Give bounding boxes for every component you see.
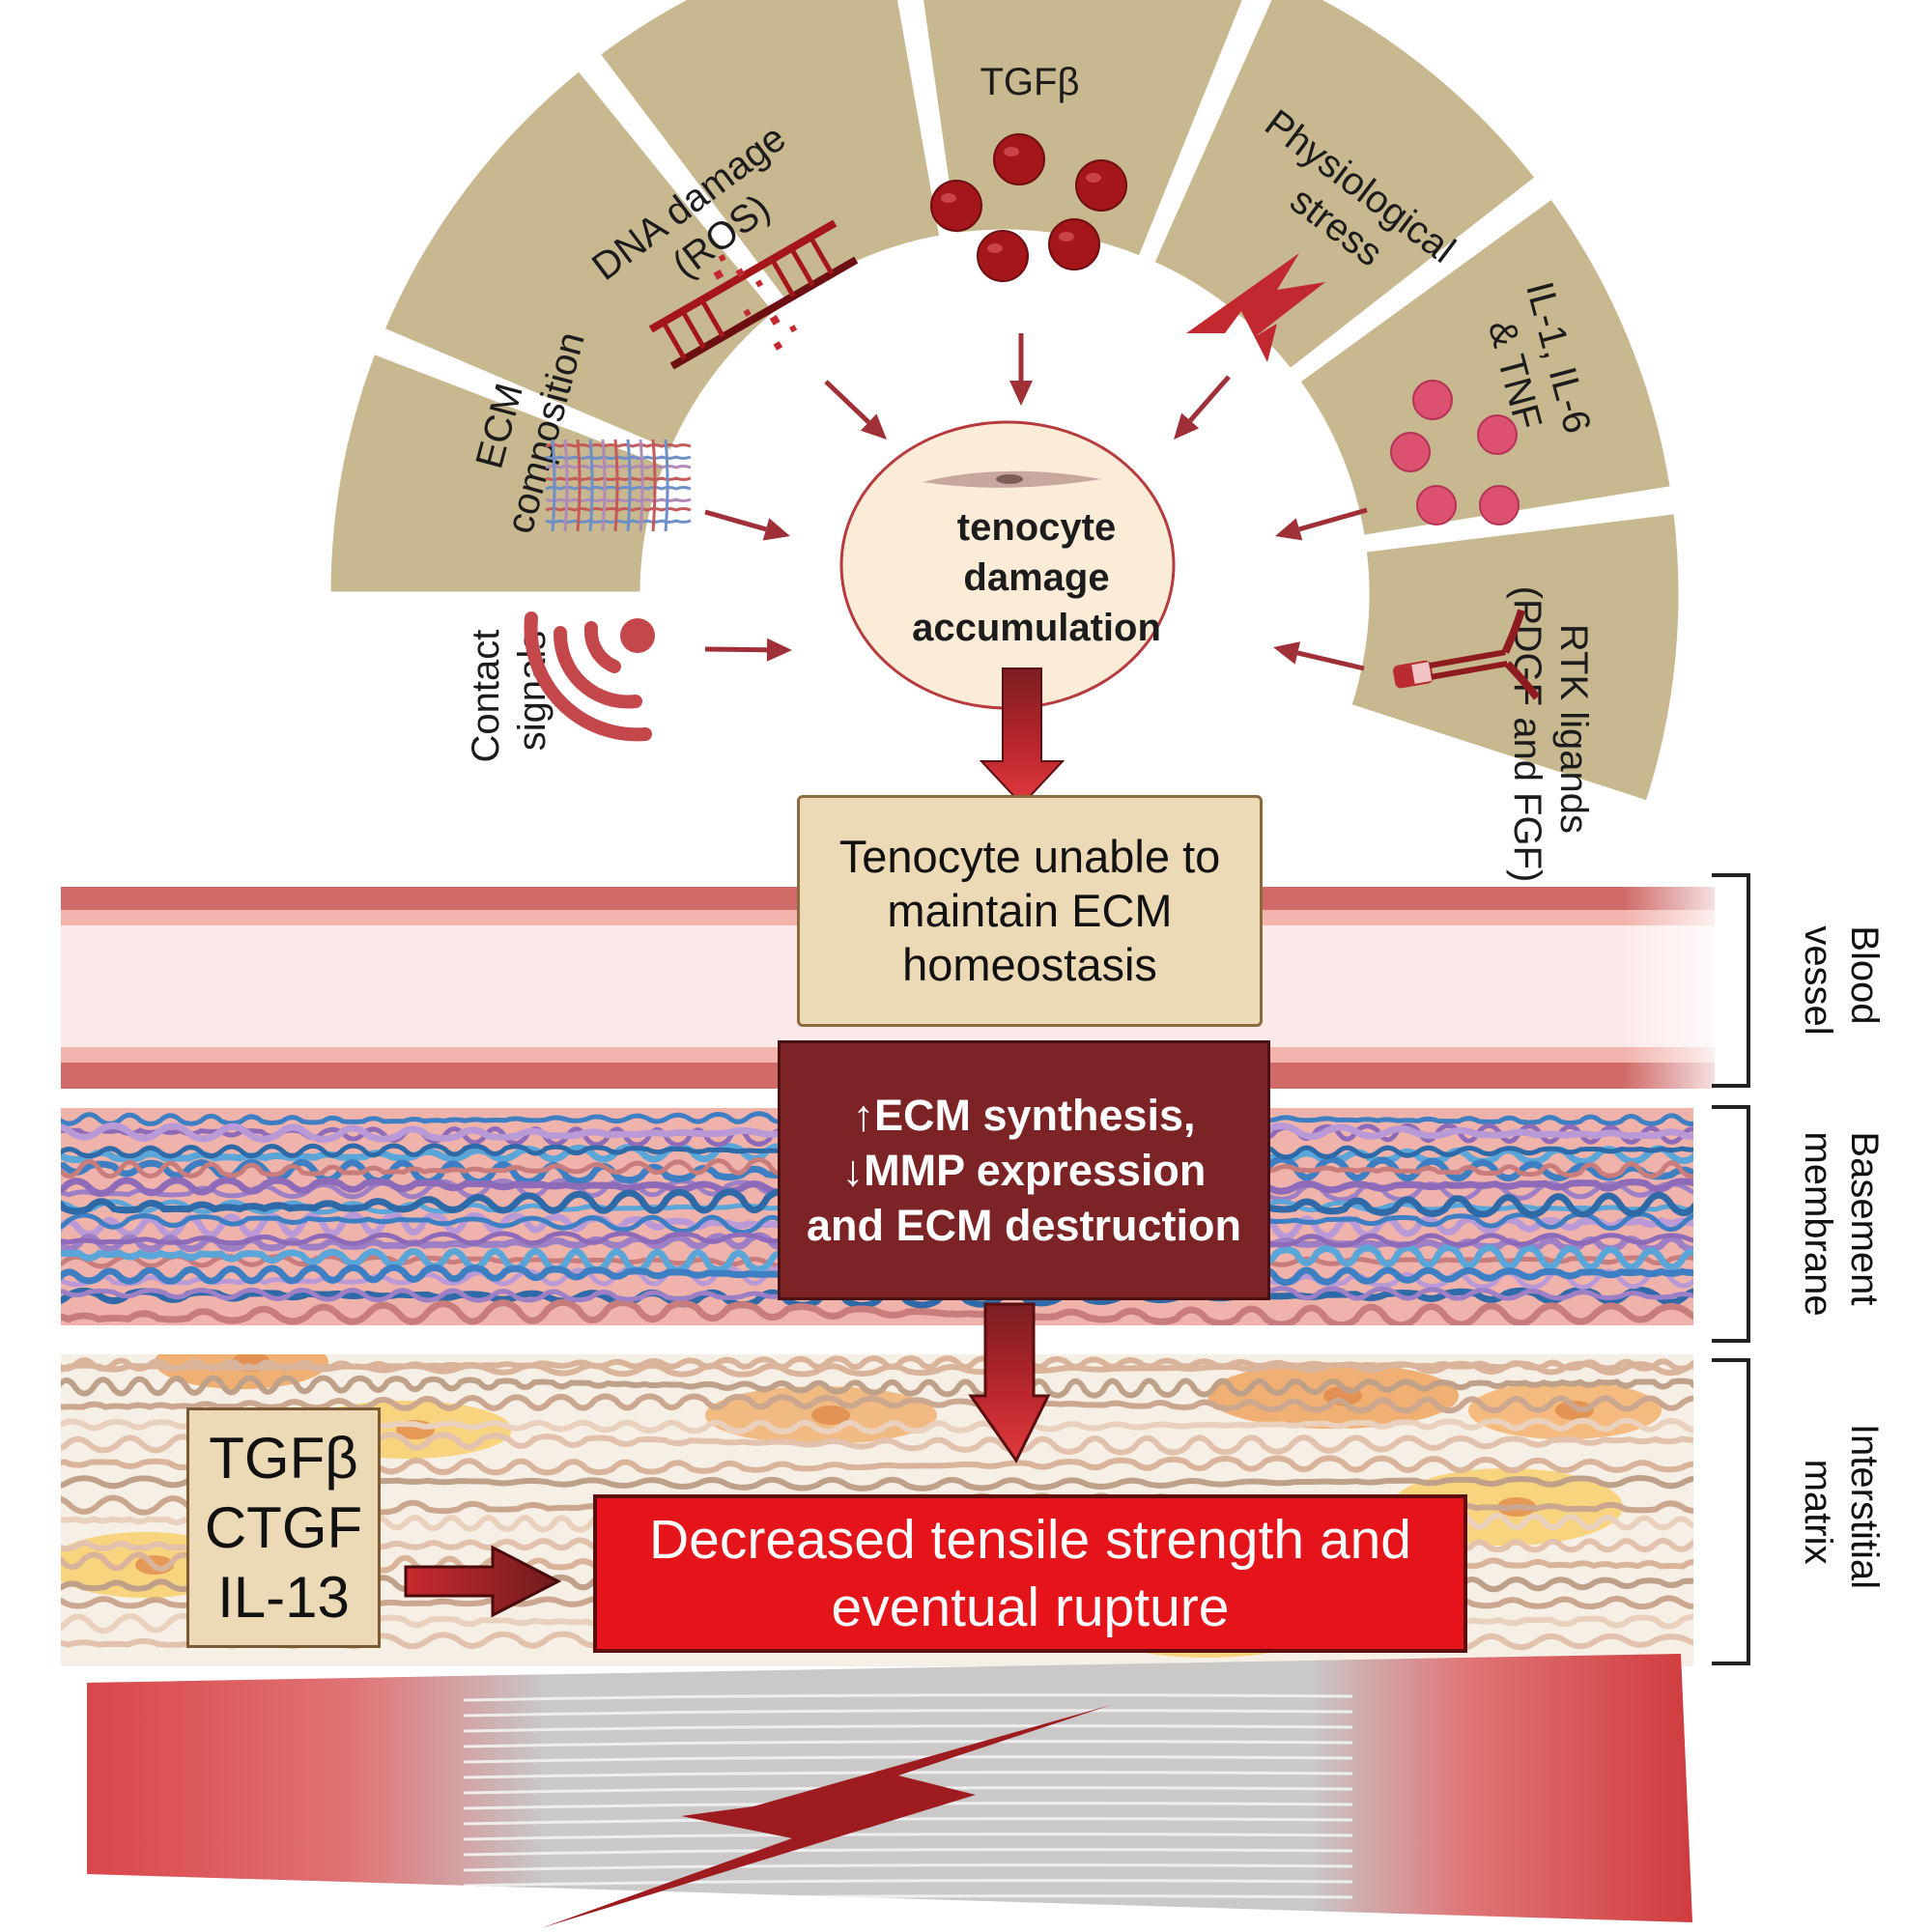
basement-membrane-label: Basement membrane [1797, 1131, 1886, 1316]
ecm-mesh-strand [651, 439, 657, 532]
center-label-line3: accumulation [912, 607, 1161, 649]
factor-tgfb: TGFβ [209, 1425, 358, 1491]
tendon-fiber-line [463, 1848, 1353, 1857]
tgfb-dot [1048, 218, 1100, 270]
tgfb-dot-highlight [1004, 147, 1019, 156]
factor-ctgf: CTGF [204, 1494, 363, 1560]
blood-vessel-label: Blood vessel [1797, 925, 1886, 1035]
tenocyte-damage-node [839, 420, 1176, 710]
tenocyte-homeostasis-box: Tenocyte unable to maintain ECM homeosta… [797, 795, 1263, 1027]
center-label-line2: damage [963, 556, 1110, 599]
fibroblast-nucleus [811, 1406, 850, 1425]
tgfb-dot-highlight [987, 243, 1003, 253]
tgfb-dot [930, 180, 982, 232]
segment-label-contact-signals: Contact signals [465, 619, 554, 763]
inward-arrowhead [1275, 518, 1303, 541]
tgfb-protein-icon [930, 133, 1127, 282]
tendon-rupture-box: Decreased tensile strength and eventual … [593, 1494, 1467, 1653]
tendon-fiber-line [463, 1879, 1353, 1888]
fiber-strand [61, 1298, 1693, 1325]
tendon-fiber-line [463, 1833, 1353, 1841]
rtk-receptor-icon [1393, 609, 1541, 700]
fibrotic-factors-box: TGFβ CTGF IL-13 [186, 1407, 381, 1648]
segment-label-tgfb: TGFβ [980, 61, 1080, 103]
segment-stress [1149, 0, 1542, 375]
interstitial-matrix-label: Interstitial matrix [1797, 1424, 1886, 1600]
ecm-synthesis-box: ↑ECM synthesis, ↓MMP expression and ECM … [778, 1040, 1270, 1300]
interleukin-dot [1416, 485, 1457, 526]
ecm-mesh-strand [588, 439, 594, 532]
ecm-mesh-icon [545, 439, 692, 532]
ecm-mesh-strand [551, 439, 556, 532]
inward-arrow [1296, 650, 1365, 671]
fiber-strand [61, 1360, 1693, 1378]
inward-arrowhead [762, 518, 790, 541]
ecm-mesh-strand [545, 519, 692, 524]
fiber-strand [61, 1393, 1693, 1414]
ecm-mesh-strand [601, 439, 607, 532]
tenocyte-damage-label: tenocyte damage accumulation [843, 502, 1230, 653]
segment-rtk [1346, 508, 1684, 807]
inward-arrow [1298, 507, 1368, 532]
tendon-fiber-line [463, 1740, 1353, 1748]
inward-arrow [824, 380, 870, 424]
tgfb-dot-highlight [941, 193, 956, 203]
inward-arrow [1188, 375, 1231, 423]
center-label-line1: tenocyte [956, 506, 1117, 549]
inward-arrowhead [1174, 412, 1200, 440]
interleukin-protein-icon [1390, 380, 1520, 526]
tendon-fiber-line [463, 1724, 1353, 1733]
stress-lightning-icon [1186, 253, 1325, 362]
ecm-mesh-strand [545, 443, 692, 448]
inward-arrowhead [1009, 381, 1033, 406]
blood-vessel-bracket [1712, 873, 1750, 1088]
ecm-mesh-strand [664, 439, 669, 532]
tendon-rupture-text: Decreased tensile strength and eventual … [649, 1509, 1411, 1638]
rupture-lightning-icon [541, 1705, 1111, 1928]
ecm-mesh-strand [639, 439, 644, 532]
interleukin-dot [1479, 485, 1520, 526]
tenocyte-homeostasis-text: Tenocyte unable to maintain ECM homeosta… [838, 831, 1221, 990]
layer-brackets [1712, 873, 1750, 1665]
inward-arrowhead [766, 638, 792, 662]
segment-ecm [379, 65, 781, 456]
interleukin-dot [1412, 380, 1453, 420]
ecm-synthesis-text: ↑ECM synthesis, ↓MMP expression and ECM … [806, 1091, 1242, 1250]
basement-membrane-bracket [1712, 1105, 1750, 1343]
arrow-ecm-to-rupture [968, 1302, 1051, 1463]
tgfb-dot-highlight [1086, 173, 1101, 183]
arrow-factors-to-rupture [404, 1545, 562, 1618]
inward-arrow [704, 509, 767, 532]
ecm-mesh-strand [576, 439, 582, 532]
interleukin-dot [1390, 432, 1431, 472]
tgfb-dot [993, 133, 1045, 185]
inward-arrowhead [1273, 641, 1301, 665]
inward-arrowhead [860, 413, 887, 440]
dna-damage-icon [648, 219, 859, 370]
tendon-fiber-line [463, 1755, 1353, 1764]
ruptured-tendon [87, 1654, 1692, 1928]
contact-signals-icon [524, 611, 655, 742]
interstitial-matrix-bracket [1712, 1358, 1750, 1665]
tendon-fiber-line [463, 1709, 1353, 1718]
fiber-strand [61, 1375, 1693, 1399]
segment-contact [326, 348, 670, 597]
ecm-mesh-strand [563, 439, 569, 532]
tgfb-dot [977, 230, 1029, 282]
ecm-mesh-strand [613, 439, 619, 532]
inward-arrow [704, 646, 768, 653]
tgfb-dot [1075, 159, 1127, 212]
inward-arrows [704, 333, 1368, 671]
tendon-fiber-line [463, 1863, 1353, 1872]
tendon-fiber-line [463, 1693, 1353, 1702]
tgfb-dot-highlight [1059, 232, 1074, 242]
interleukin-dot [1477, 414, 1518, 455]
ecm-mesh-strand [626, 439, 632, 532]
damage-factor-ring [326, 0, 1684, 807]
factor-il13: IL-13 [217, 1564, 350, 1630]
